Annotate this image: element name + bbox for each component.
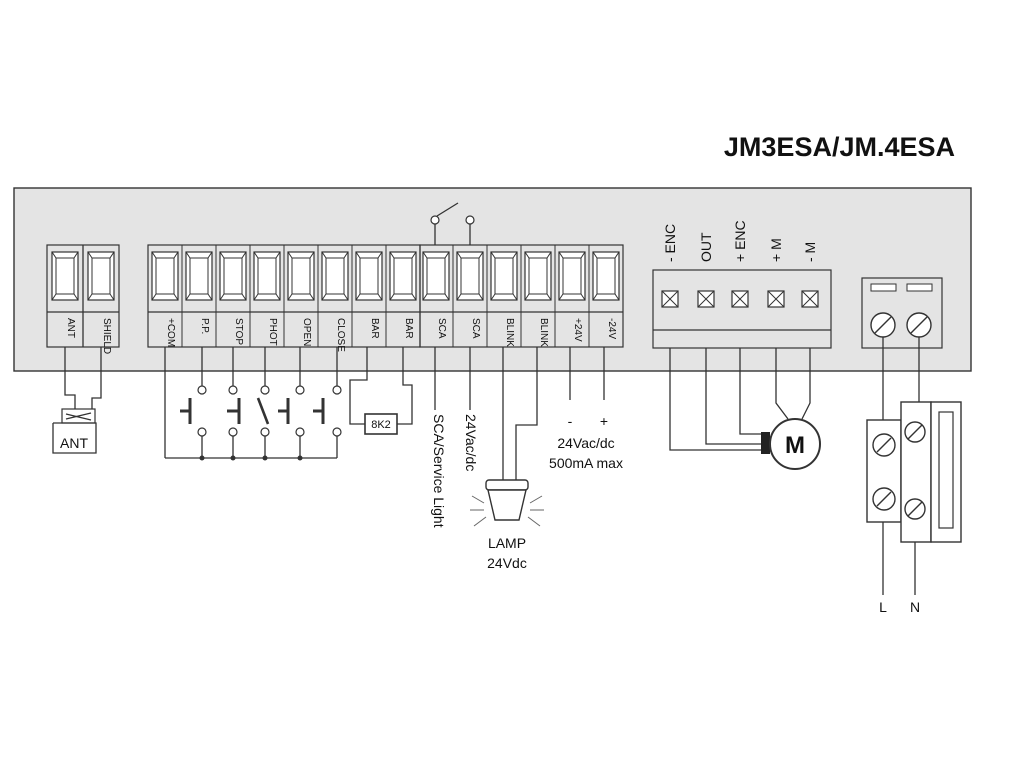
terminal-label: -24V — [606, 318, 617, 339]
close-push-button — [313, 347, 342, 458]
model-title: JM3ESA/JM.4ESA — [724, 132, 955, 162]
terminal-slot — [355, 251, 383, 301]
terminal-label: BAR — [403, 318, 414, 339]
terminal-slot — [456, 251, 484, 301]
supply-voltage: 24Vac/dc — [557, 435, 614, 451]
mains-screw — [904, 498, 926, 520]
screw-terminal — [661, 290, 679, 308]
terminal-slot — [51, 251, 79, 301]
terminal-label: BLINK — [538, 318, 549, 347]
terminal-slot — [87, 251, 115, 301]
mains-screw — [870, 312, 896, 338]
terminal-label: SHIELD — [101, 318, 112, 354]
control-input-wiring — [164, 347, 342, 461]
stop-push-button — [227, 347, 241, 458]
screw-terminal — [801, 290, 819, 308]
pp-push-button — [180, 347, 207, 458]
supply-output-wiring: - + 24Vac/dc 500mA max — [549, 347, 623, 471]
terminal-slot — [321, 251, 349, 301]
relay-contact-symbol — [430, 202, 475, 245]
terminal-label: +24V — [572, 318, 583, 342]
sca-wiring: 24Vac/dc SCA/Service Light — [431, 347, 479, 528]
motor-wiring: M — [669, 348, 821, 470]
terminal-label: SCA — [470, 318, 481, 339]
mains-screw — [872, 487, 896, 511]
blink-lamp-wiring: LAMP 24Vdc — [470, 347, 544, 571]
encoder-terminal-label: + M — [768, 238, 784, 262]
photocell-contact — [256, 347, 270, 458]
terminal-slot — [592, 251, 620, 301]
terminal-slot — [219, 251, 247, 301]
terminal-label: P.P. — [199, 318, 210, 334]
bar-resistor-wiring: 8K2 — [349, 347, 413, 435]
screw-terminal — [767, 290, 785, 308]
sca-service-light-label: SCA/Service Light — [431, 414, 447, 528]
lamp-label: LAMP — [488, 535, 526, 551]
antenna-terminal-block: ANT SHIELD — [46, 244, 120, 354]
mains-n-label: N — [910, 599, 920, 615]
mains-screw — [906, 312, 932, 338]
mains-terminal-block — [861, 277, 943, 349]
terminal-slot — [524, 251, 552, 301]
terminal-slot — [287, 251, 315, 301]
terminal-slot — [253, 251, 281, 301]
terminal-label: PHOT — [267, 318, 278, 346]
terminal-slot — [185, 251, 213, 301]
lamp-icon — [470, 479, 544, 527]
supply-current: 500mA max — [549, 455, 623, 471]
mains-screw — [872, 433, 896, 457]
control-terminal-block: +COM P.P. STOP PHOT OPEN CLOSE BAR BAR — [147, 244, 421, 352]
output-terminal-block: SCA SCA BLINK BLINK +24V -24V — [419, 244, 624, 348]
encoder-terminal-label: - M — [802, 242, 818, 262]
terminal-label: ANT — [65, 318, 76, 338]
resistor-8k2 — [364, 413, 398, 435]
terminal-label: +COM — [165, 318, 176, 347]
terminal-label: CLOSE — [335, 318, 346, 352]
external-mains-block: L N — [866, 337, 962, 615]
antenna-label: ANT — [60, 435, 88, 451]
supply-negative: - — [568, 413, 573, 429]
screw-terminal — [731, 290, 749, 308]
lamp-voltage: 24Vdc — [487, 555, 527, 571]
antenna-wiring: ANT — [52, 347, 102, 454]
terminal-label: BAR — [369, 318, 380, 339]
mains-l-label: L — [879, 599, 887, 615]
terminal-slot — [490, 251, 518, 301]
terminal-label: OPEN — [301, 318, 312, 346]
terminal-label: BLINK — [504, 318, 515, 347]
terminal-slot — [422, 251, 450, 301]
sca-voltage-label: 24Vac/dc — [463, 414, 479, 471]
motor-label: M — [785, 432, 805, 459]
encoder-terminal-block: - ENC OUT + ENC + M - M — [652, 220, 832, 349]
terminal-label: STOP — [233, 318, 244, 345]
screw-terminal — [697, 290, 715, 308]
open-push-button — [278, 347, 305, 458]
terminal-slot — [558, 251, 586, 301]
terminal-slot — [389, 251, 417, 301]
terminal-slot — [151, 251, 179, 301]
resistor-label: 8K2 — [371, 419, 391, 431]
encoder-terminal-label: + ENC — [732, 220, 748, 262]
terminal-label: SCA — [436, 318, 447, 339]
mains-screw — [904, 421, 926, 443]
encoder-terminal-label: OUT — [698, 232, 714, 262]
supply-positive: + — [600, 413, 608, 429]
motor-icon — [769, 418, 821, 470]
encoder-terminal-label: - ENC — [662, 224, 678, 262]
